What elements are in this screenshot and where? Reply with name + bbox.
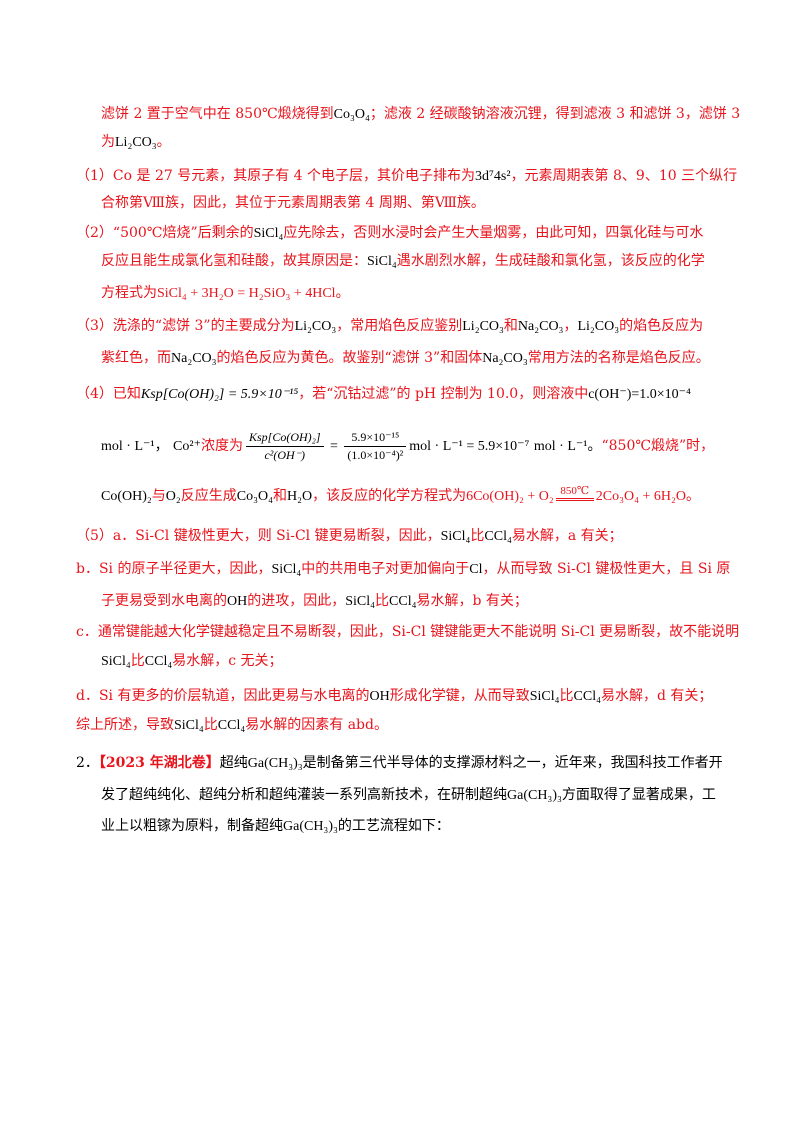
chem-na2co3: Na₂CO₃ <box>482 351 528 366</box>
answer-5-line-1: （5）a．Si-Cl 键极性更大，则 Si-Cl 键更易断裂，因此，SiCl₄比… <box>76 528 623 544</box>
chem-na2co3: Na₂CO₃ <box>171 351 217 366</box>
chem-ccl4: CCl₄ <box>484 529 512 544</box>
chem-cooh2: Co(OH)₂ <box>101 489 152 504</box>
chem-na2co3: Na₂CO₃ <box>517 319 564 334</box>
chem-li2co3: Li₂CO₃ <box>462 319 504 334</box>
chem-ccl4: CCl₄ <box>573 689 601 704</box>
chem-cl: Cl <box>469 562 483 577</box>
chem-ccl4: CCl₄ <box>217 718 246 733</box>
answer-5d-line-1: d．Si 有更多的价层轨道，因此更易与水电离的OH形成化学键，从而导致SiCl₄… <box>76 688 713 704</box>
chem-oh: OH <box>369 689 390 704</box>
chem-ccl4: CCl₄ <box>389 594 417 609</box>
chem-sicl4: SiCl₄ <box>101 654 131 669</box>
chem-co3o4: Co₃O₄ <box>333 107 370 122</box>
line-1: 滤饼 2 置于空气中在 850℃煅烧得到Co₃O₄；滤液 2 经碳酸钠溶液沉锂，… <box>101 106 741 122</box>
question-2-line-1: 2．【2023 年湖北卷】超纯Ga(CH₃)₃是制备第三代半导体的支撑源材料之一… <box>76 755 723 771</box>
answer-4-line-1: （4）已知Ksp[Co(OH)₂] = 5.9×10⁻¹⁵，若“沉钴过滤”的 p… <box>76 386 691 402</box>
ion-co2: Co²⁺ <box>173 439 201 454</box>
question-2-line-3: 业上以粗镓为原料，制备超纯Ga(CH₃)₃的工艺流程如下： <box>101 818 450 834</box>
chem-gach3: Ga(CH₃)₃ <box>283 819 338 834</box>
chem-li2co3: Li₂CO₃ <box>577 319 620 334</box>
ksp-expression: Ksp[Co(OH)₂] = 5.9×10⁻¹⁵ <box>140 387 299 402</box>
fraction-values: 5.9×10⁻¹⁵(1.0×10⁻⁴)² <box>344 430 407 463</box>
electron-config: 3d⁷4s² <box>475 169 511 184</box>
equation-calcination-left: 6Co(OH)₂ + O₂ <box>466 489 554 504</box>
chem-sicl4: SiCl₄ <box>440 529 471 544</box>
answer-2-line-1: （2）“500℃焙烧”后剩余的SiCl₄应先除去，否则水浸时会产生大量烟雾，由此… <box>76 225 704 241</box>
fraction-ksp-over-oh: Ksp[Co(OH)₂]c²(OH⁻) <box>245 430 324 463</box>
line-2: 为Li₂CO₃。 <box>101 134 171 150</box>
answer-3-line-2: 紫红色，而Na₂CO₃的焰色反应为黄色。故鉴别“滤饼 3”和固体Na₂CO₃常用… <box>101 350 710 366</box>
result-value: mol · L⁻¹ = 5.9×10⁻⁷ <box>409 439 530 454</box>
chem-o2: O₂ <box>165 489 181 504</box>
chem-sicl4: SiCl₄ <box>174 718 204 733</box>
chem-sicl4: SiCl₄ <box>253 226 284 241</box>
answer-1-line-1: （1）Co 是 27 号元素，其原子有 4 个电子层，其价电子排布为3d⁷4s²… <box>76 168 738 184</box>
answer-5c-line-1: c．通常键能越大化学键越稳定且不易断裂，因此，Si-Cl 键键能更大不能说明 S… <box>76 624 740 640</box>
answer-5b-line-1: b．Si 的原子半径更大，因此，SiCl₄中的共用电子对更加偏向于Cl，从而导致… <box>76 561 731 577</box>
answer-5d-line-2: 综上所述，导致SiCl₄比CCl₄易水解的因素有 abd。 <box>76 717 388 733</box>
answer-5b-line-2: 子更易受到水电离的OH的进攻，因此，SiCl₄比CCl₄易水解，b 有关； <box>101 593 528 609</box>
equation-calcination-right: 2Co₃O₄ + 6H₂O <box>595 489 686 504</box>
answer-4-line-3: Co(OH)₂与O₂反应生成Co₃O₄和H₂O，该反应的化学方程式为6Co(OH… <box>101 478 700 515</box>
source-tag: 【2023 年湖北卷】 <box>98 755 220 771</box>
answer-5c-line-2: SiCl₄比CCl₄易水解，c 无关； <box>101 653 283 669</box>
question-number: 2． <box>76 755 99 771</box>
equation-hydrolysis: SiCl₄ + 3H₂O = H₂SiO₃ + 4HCl <box>157 286 336 301</box>
chem-li2co3: Li₂CO₃ <box>294 319 337 334</box>
chem-co3o4: Co₃O₄ <box>236 489 273 504</box>
chem-h2o: H₂O <box>286 489 313 504</box>
question-2-line-2: 发了超纯纯化、超纯分析和超纯灌装一系列高新技术，在研制超纯Ga(CH₃)₃方面取… <box>101 787 716 803</box>
chem-gach3: Ga(CH₃)₃ <box>247 756 303 771</box>
chem-sicl4: SiCl₄ <box>345 594 376 609</box>
chem-oh: OH <box>227 594 248 609</box>
reaction-condition: 850℃ <box>555 485 594 507</box>
answer-1-line-2: 合称第Ⅷ族，因此，其位于元素周期表第 4 周期、第Ⅷ族。 <box>101 195 485 211</box>
oh-concentration: c(OH⁻)=1.0×10⁻⁴ <box>588 387 691 402</box>
chem-sicl4: SiCl₄ <box>367 254 397 269</box>
chem-li2co3: Li₂CO₃ <box>115 135 157 150</box>
unit-mol-per-l-end: mol · L⁻¹。 <box>533 439 602 454</box>
chem-gach3: Ga(CH₃)₃ <box>507 788 562 803</box>
chem-sicl4: SiCl₄ <box>271 562 302 577</box>
answer-3-line-1: （3）洗涤的“滤饼 3”的主要成分为Li₂CO₃，常用焰色反应鉴别Li₂CO₃和… <box>76 318 704 334</box>
chem-ccl4: CCl₄ <box>144 654 173 669</box>
answer-2-line-2: 反应且能生成氯化氢和硅酸，故其原因是：SiCl₄遇水剧烈水解，生成硅酸和氯化氢，… <box>101 253 705 269</box>
chem-sicl4: SiCl₄ <box>529 689 560 704</box>
answer-2-line-3: 方程式为SiCl₄ + 3H₂O = H₂SiO₃ + 4HCl。 <box>101 285 350 301</box>
unit-mol-per-l: mol · L⁻¹， <box>101 439 169 454</box>
